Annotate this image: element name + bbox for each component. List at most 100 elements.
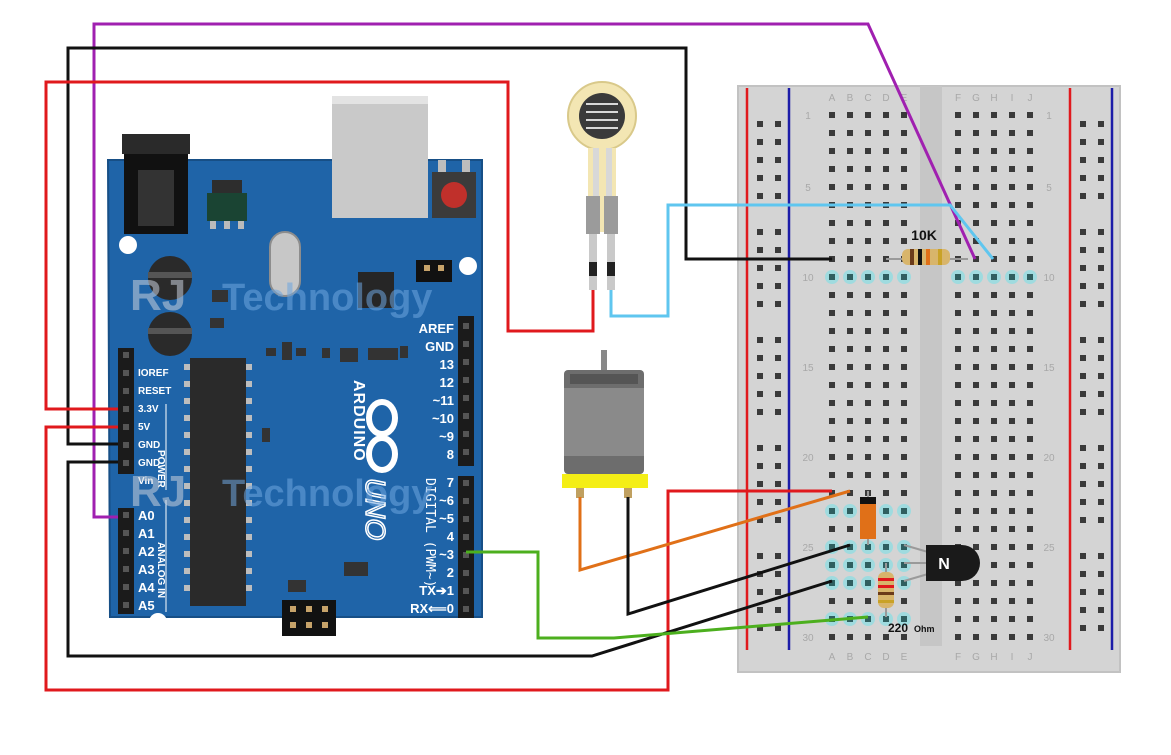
wire-green-pin3-to-breadboard: [466, 550, 869, 640]
breadboard-hole: [973, 598, 979, 604]
header-pin: [123, 460, 129, 466]
breadboard-hole: [1027, 292, 1033, 298]
breadboard-hole: [973, 364, 979, 370]
breadboard-hole: [955, 436, 961, 442]
mounting-hole: [149, 613, 167, 631]
rail-hole: [1098, 301, 1104, 307]
breadboard-hole: [847, 148, 853, 154]
connected-hole: [829, 562, 835, 568]
chip-pin: [246, 500, 252, 506]
rail-hole: [757, 553, 763, 559]
breadboard-hole: [955, 346, 961, 352]
header-pin: [463, 449, 469, 455]
wire-black-motor-to-breadboard: [626, 497, 851, 617]
breadboard-hole: [991, 544, 997, 550]
rail-hole: [757, 301, 763, 307]
breadboard-hole: [829, 328, 835, 334]
rail-hole: [757, 499, 763, 505]
breadboard-hole: [1009, 256, 1015, 262]
breadboard-hole: [883, 382, 889, 388]
chip-pin: [184, 432, 190, 438]
breadboard-hole: [1009, 292, 1015, 298]
breadboard-hole: [973, 508, 979, 514]
breadboard-hole: [991, 256, 997, 262]
header-pin: [463, 323, 469, 329]
rail-hole: [1080, 355, 1086, 361]
rail-hole: [1080, 301, 1086, 307]
breadboard-hole: [1009, 598, 1015, 604]
chip-pin: [246, 585, 252, 591]
breadboard-hole: [1009, 112, 1015, 118]
pin-label-3v3: 3.3V: [138, 404, 159, 415]
pin-label-a2: A2: [138, 544, 155, 559]
pin-label-gnd-2: GND: [138, 458, 160, 469]
breadboard-hole: [1027, 436, 1033, 442]
rail-hole: [1080, 139, 1086, 145]
rail-hole: [1080, 553, 1086, 559]
connected-hole: [1009, 274, 1015, 280]
col-label-g-bottom: G: [972, 652, 980, 663]
breadboard-hole: [865, 418, 871, 424]
breadboard-hole: [865, 184, 871, 190]
connected-hole: [991, 274, 997, 280]
breadboard-hole: [973, 382, 979, 388]
rail-hole: [1098, 157, 1104, 163]
rail-hole: [1080, 157, 1086, 163]
rail-hole: [1098, 607, 1104, 613]
breadboard-hole: [901, 400, 907, 406]
breadboard-hole: [991, 526, 997, 532]
rail-hole: [775, 571, 781, 577]
breadboard-hole: [865, 292, 871, 298]
breadboard-hole: [991, 148, 997, 154]
breadboard-hole: [901, 184, 907, 190]
breadboard-hole: [955, 148, 961, 154]
breadboard-hole: [847, 292, 853, 298]
connected-hole: [883, 616, 889, 622]
breadboard-hole: [865, 472, 871, 478]
breadboard-hole: [973, 454, 979, 460]
breadboard-hole: [1027, 220, 1033, 226]
digital-header-bottom: [458, 476, 474, 618]
breadboard-hole: [847, 346, 853, 352]
header-pin: [123, 424, 129, 430]
rail-hole: [1098, 229, 1104, 235]
header-pin: [463, 377, 469, 383]
breadboard-hole: [973, 256, 979, 262]
rail-hole: [775, 499, 781, 505]
rail-hole: [1080, 607, 1086, 613]
breadboard-hole: [991, 634, 997, 640]
rail-hole: [1080, 463, 1086, 469]
breadboard-hole: [955, 580, 961, 586]
breadboard-hole: [973, 526, 979, 532]
col-label-a-bottom: A: [829, 652, 836, 663]
chip-pin: [246, 466, 252, 472]
rail-hole: [1098, 499, 1104, 505]
header-pin: [463, 341, 469, 347]
breadboard-hole: [847, 598, 853, 604]
power-pin-labels: IOREF RESET 3.3V 5V GND GND Vin: [138, 368, 171, 487]
breadboard-hole: [1009, 220, 1015, 226]
transistor-label: N: [938, 556, 950, 573]
col-label-c-top: C: [864, 93, 871, 104]
pin-label-a3: A3: [138, 562, 155, 577]
rail-hole: [1080, 121, 1086, 127]
rail-hole: [1098, 265, 1104, 271]
breadboard-hole: [991, 328, 997, 334]
digital-header-top: [458, 316, 474, 466]
breadboard-hole: [829, 220, 835, 226]
rail-hole: [775, 175, 781, 181]
breadboard-hole: [883, 238, 889, 244]
breadboard-hole: [1009, 634, 1015, 640]
column-labels-bottom: A B C D E F G H I J: [829, 652, 1033, 663]
breadboard-hole: [847, 382, 853, 388]
breadboard-hole: [847, 130, 853, 136]
analog-pin-labels: A0 A1 A2 A3 A4 A5: [138, 508, 155, 613]
breadboard-hole: [955, 616, 961, 622]
resistor-220-value: 220: [888, 621, 908, 635]
rail-hole: [757, 193, 763, 199]
connected-hole: [847, 562, 853, 568]
row-number-5-right: 5: [1046, 183, 1052, 194]
breadboard-hole: [1009, 310, 1015, 316]
rail-hole: [1098, 121, 1104, 127]
rail-hole: [1080, 409, 1086, 415]
